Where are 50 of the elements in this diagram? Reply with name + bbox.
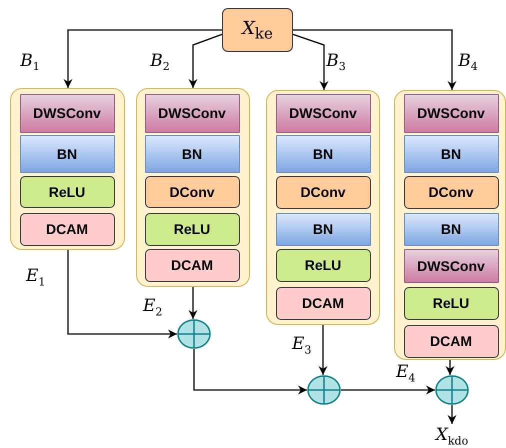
output-label: X$_{kdo}$	[436, 424, 468, 448]
edge-label: E$_{1}$	[26, 266, 46, 288]
sum-circle	[177, 319, 211, 349]
block-container	[136, 88, 250, 287]
layer-block: DWSConv	[404, 94, 498, 132]
layer-block: DWSConv	[404, 248, 498, 282]
layer-block: ReLU	[144, 212, 240, 246]
arrow	[318, 325, 328, 375]
arrow	[448, 405, 456, 424]
arrow	[446, 360, 454, 375]
layer-block: DCAM	[20, 212, 114, 246]
layer-block: BN	[144, 134, 240, 172]
block-heading: B$_{1}$	[20, 50, 40, 74]
layer-block: DCAM	[276, 286, 370, 320]
arrow	[193, 349, 307, 394]
edge-label: E$_{3}$	[292, 334, 312, 356]
arrow	[67, 250, 177, 338]
layer-block: BN	[404, 134, 498, 172]
layer-block: BN	[276, 134, 370, 172]
layer-block: DConv	[404, 176, 498, 208]
arrow	[188, 34, 222, 88]
arrow	[341, 386, 435, 394]
layer-block: ReLU	[404, 286, 498, 320]
arrow	[292, 34, 328, 90]
block-heading: B$_{2}$	[150, 50, 170, 74]
layer-block: DCAM	[404, 324, 498, 358]
layer-block: DWSConv	[276, 94, 370, 132]
layer-block: ReLU	[276, 248, 370, 282]
input-box: X$_{ke}$	[222, 8, 293, 52]
edge-label: E$_{2}$	[143, 296, 162, 318]
layer-block: DWSConv	[144, 94, 240, 132]
layer-block: DCAM	[144, 248, 240, 282]
block-heading: B$_{3}$	[326, 50, 346, 74]
block-heading: B$_{4}$	[458, 50, 478, 74]
arrow	[293, 29, 456, 90]
edge-label: E$_{4}$	[396, 362, 416, 384]
layer-block: ReLU	[20, 176, 114, 208]
block-container	[266, 90, 380, 325]
layer-block: BN	[20, 134, 114, 172]
arrow	[188, 287, 198, 319]
block-container	[10, 88, 125, 250]
layer-block: BN	[276, 212, 370, 246]
arrow	[64, 29, 222, 88]
layer-block: BN	[404, 212, 498, 246]
layer-block: DConv	[276, 176, 370, 208]
layer-block: DWSConv	[20, 94, 114, 132]
layer-block: DConv	[144, 176, 240, 208]
sum-circle	[435, 375, 469, 405]
sum-circle	[307, 375, 341, 405]
block-container	[394, 90, 506, 360]
